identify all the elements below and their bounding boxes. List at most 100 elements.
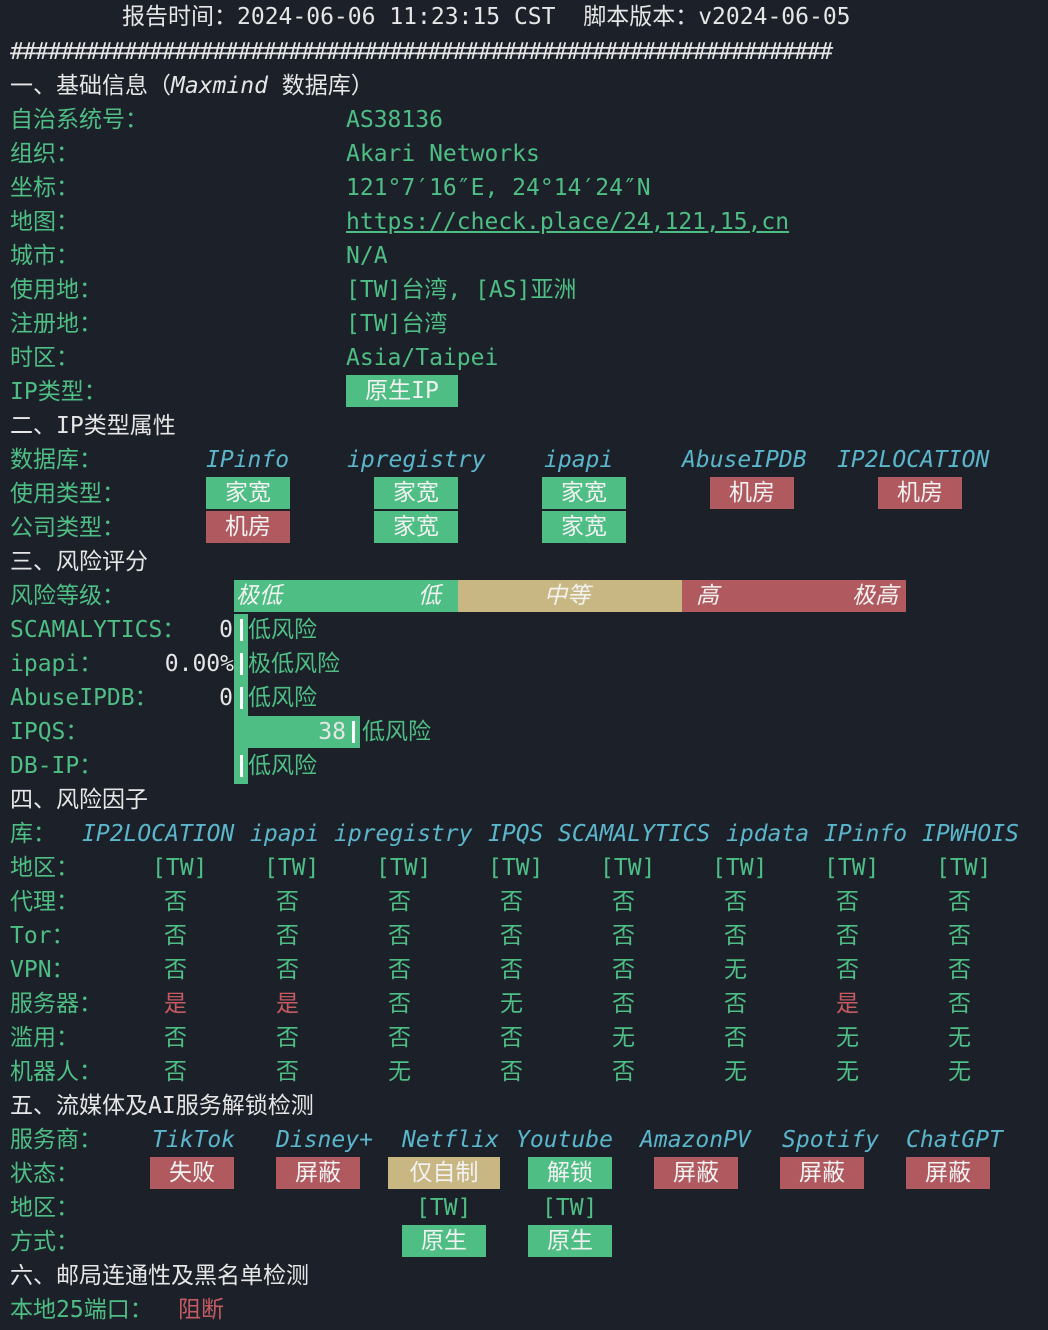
factor-proxy-ipinfo: 否	[836, 889, 859, 915]
ipapi-risk-marker	[240, 653, 243, 675]
factor-proxy-ipapi: 否	[276, 889, 299, 915]
factor-server-ipregistry: 否	[388, 991, 411, 1017]
provider-tiktok: TikTok	[152, 1127, 236, 1153]
report-time-label: 报告时间：	[122, 4, 237, 30]
hash-divider: ########################################…	[10, 39, 833, 65]
method-netflix-badge: 原生	[402, 1225, 486, 1257]
factor-bot-scamalytics: 否	[612, 1059, 635, 1085]
provider-spotify: Spotify	[782, 1127, 879, 1153]
section4-title: 四、风险因子	[10, 787, 148, 813]
city-value: N/A	[346, 243, 388, 269]
factor-server-ip2location: 是	[164, 991, 187, 1017]
db-ipapi: ipapi	[544, 447, 614, 473]
factor-vpn-ip2location: 否	[164, 957, 187, 983]
map-link[interactable]: https://check.place/24,121,15,cn	[346, 209, 790, 235]
factor-abuse-ipregistry: 否	[388, 1025, 411, 1051]
factor-bot-ipapi: 否	[276, 1059, 299, 1085]
lib-ipapi: ipapi	[250, 821, 320, 847]
factor-region-ipqs: [TW]	[488, 855, 544, 881]
usage-ip2location-badge: 机房	[878, 477, 962, 509]
factor-vpn-ipapi: 否	[276, 957, 299, 983]
factor-proxy-label: 代理：	[10, 889, 79, 915]
asn-label: 自治系统号：	[10, 107, 148, 133]
script-version-label: 脚本版本：	[583, 4, 699, 30]
db-label: 数据库：	[10, 447, 102, 473]
provider-disney: Disney+	[276, 1127, 373, 1153]
factor-bot-ipwhois: 无	[948, 1059, 971, 1085]
usage-type-label: 使用类型：	[10, 481, 125, 507]
lib-ipwhois: IPWHOIS	[922, 821, 1019, 847]
dbip-risk-marker	[240, 755, 243, 777]
scamalytics-score: 0	[219, 617, 233, 643]
method-youtube-badge: 原生	[528, 1225, 612, 1257]
lib-ip2location: IP2LOCATION	[82, 821, 235, 847]
port25-label: 本地25端口：	[10, 1297, 153, 1323]
factor-vpn-label: VPN：	[10, 957, 75, 983]
section1-title-prefix: 一、基础信息（	[10, 73, 171, 99]
company-ipapi-badge: 家宽	[542, 511, 626, 543]
factor-abuse-ip2location: 否	[164, 1025, 187, 1051]
lib-ipdata: ipdata	[726, 821, 810, 847]
section1-title: 一、基础信息（Maxmind 数据库）	[10, 69, 374, 103]
script-version: v2024-06-05	[698, 4, 851, 30]
risk-scale-low-segment	[234, 580, 458, 612]
factor-region-ipinfo: [TW]	[824, 855, 880, 881]
factor-server-ipapi: 是	[276, 991, 299, 1017]
scale-high: 高	[696, 583, 719, 609]
factor-abuse-ipdata: 否	[724, 1025, 747, 1051]
factor-bot-ipinfo: 无	[836, 1059, 859, 1085]
factor-proxy-ipdata: 否	[724, 889, 747, 915]
section6-title: 六、邮局连通性及黑名单检测	[10, 1263, 309, 1289]
dbip-risk-score	[219, 749, 233, 783]
db-ipregistry: ipregistry	[347, 447, 486, 473]
ipqs-risk-score: 38	[318, 719, 346, 745]
abuseipdb-risk-score: 0	[219, 685, 233, 711]
dbip-risk-result: 低风险	[248, 753, 317, 779]
section3-title: 三、风险评分	[10, 549, 148, 575]
scale-very-low: 极低	[236, 583, 282, 609]
factor-proxy-ipwhois: 否	[948, 889, 971, 915]
risk-scale-high-segment	[682, 580, 906, 612]
provider-label: 服务商：	[10, 1127, 102, 1153]
company-ipregistry-badge: 家宽	[374, 511, 458, 543]
usage-ipregistry-badge: 家宽	[374, 477, 458, 509]
ipqs-risk-label: IPQS：	[10, 719, 89, 745]
factor-region-ip2location: [TW]	[152, 855, 208, 881]
factor-server-ipwhois: 否	[948, 991, 971, 1017]
section5-title: 五、流媒体及AI服务解锁检测	[10, 1093, 314, 1119]
factor-bot-label: 机器人：	[10, 1059, 102, 1085]
factor-proxy-scamalytics: 否	[612, 889, 635, 915]
factor-region-label: 地区：	[10, 855, 79, 881]
scale-low: 低	[418, 583, 441, 609]
status-tiktok-badge: 失败	[150, 1157, 234, 1189]
factor-region-ipregistry: [TW]	[376, 855, 432, 881]
factor-abuse-ipinfo: 无	[836, 1025, 859, 1051]
ipapi-risk-score: 0.00%	[164, 651, 234, 677]
status-chatgpt-badge: 屏蔽	[906, 1157, 990, 1189]
coords-label: 坐标：	[10, 175, 79, 201]
provider-chatgpt: ChatGPT	[906, 1127, 1003, 1153]
scale-medium: 中等	[544, 583, 590, 609]
timezone-value: Asia/Taipei	[346, 345, 499, 371]
abuseipdb-risk-label: AbuseIPDB：	[10, 685, 158, 711]
usage-location-label: 使用地：	[10, 277, 102, 303]
factor-abuse-ipapi: 否	[276, 1025, 299, 1051]
risk-level-label: 风险等级：	[10, 583, 125, 609]
status-youtube-badge: 解锁	[528, 1157, 612, 1189]
asn-value: AS38136	[346, 107, 443, 133]
factor-server-label: 服务器：	[10, 991, 102, 1017]
factor-proxy-ip2location: 否	[164, 889, 187, 915]
factor-proxy-ipqs: 否	[500, 889, 523, 915]
timezone-label: 时区：	[10, 345, 79, 371]
status-label: 状态：	[10, 1161, 79, 1187]
provider-youtube: Youtube	[516, 1127, 613, 1153]
ipapi-risk-result: 极低风险	[248, 651, 340, 677]
factor-server-ipdata: 否	[724, 991, 747, 1017]
factor-tor-ipdata: 否	[724, 923, 747, 949]
registration-value: [TW]台湾	[346, 311, 448, 337]
scamalytics-label: SCAMALYTICS：	[10, 617, 186, 643]
factor-abuse-ipqs: 否	[500, 1025, 523, 1051]
usage-abuseipdb-badge: 机房	[710, 477, 794, 509]
lib-label: 库：	[10, 821, 56, 847]
factor-bot-ipdata: 无	[724, 1059, 747, 1085]
